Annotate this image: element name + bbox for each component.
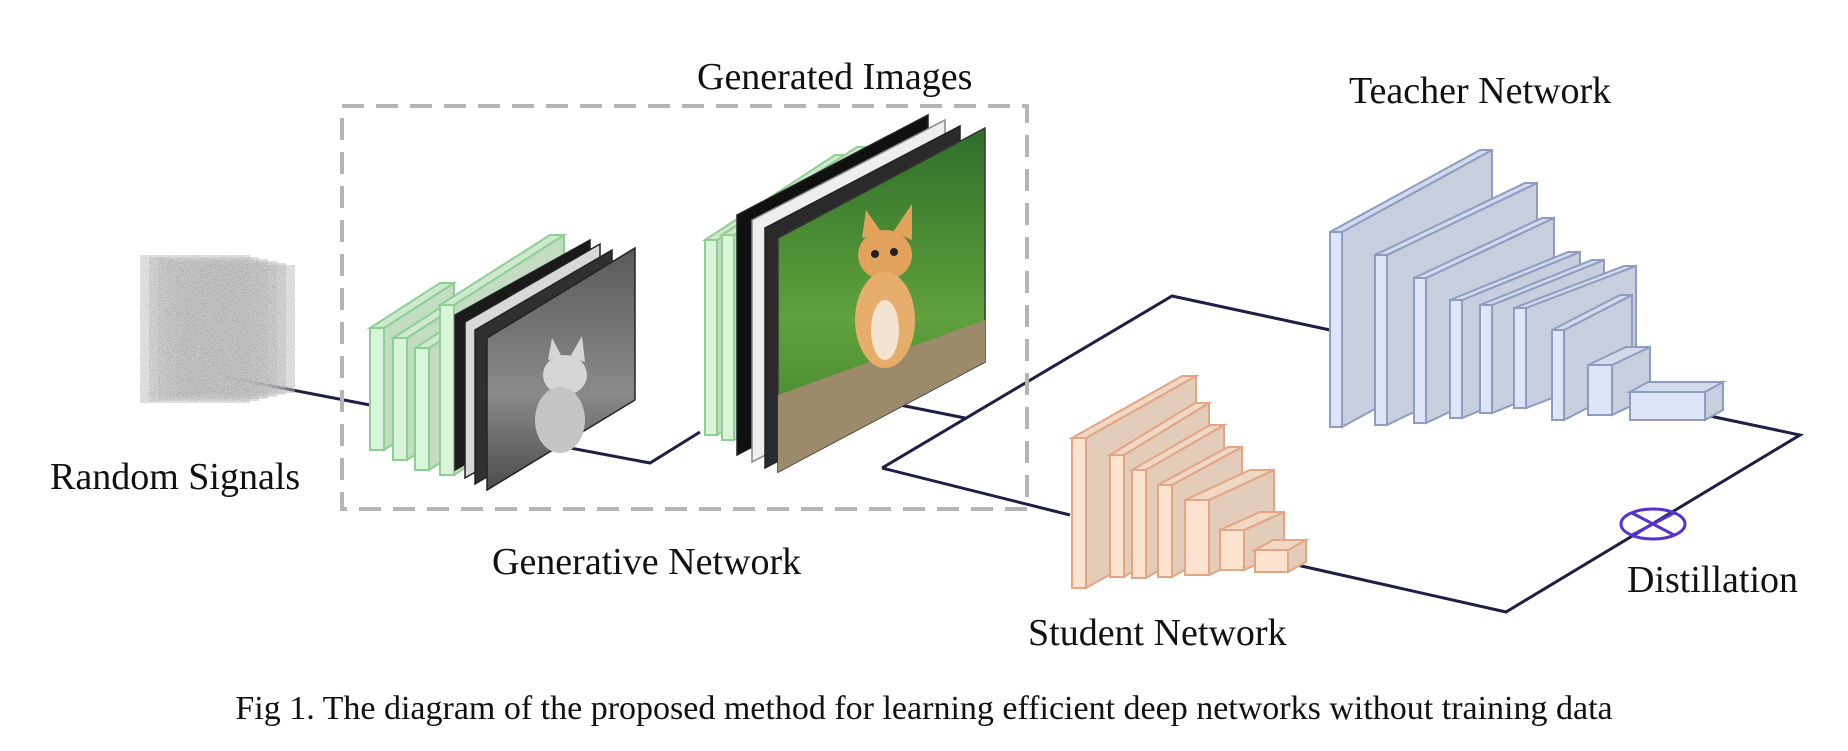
- branch-to-teacher-line: [881, 294, 1331, 470]
- generated-images-label: Generated Images: [697, 56, 973, 98]
- figure-caption: Fig 1. The diagram of the proposed metho…: [235, 690, 1613, 727]
- kitten-body: [535, 387, 585, 453]
- kitten-eye: [890, 248, 898, 256]
- generative-network-label: Generative Network: [492, 541, 802, 583]
- circled-times-icon: [1619, 507, 1687, 541]
- noise-stack-icon: [139, 253, 296, 405]
- kitten-photo-icon: [736, 113, 986, 474]
- kitten-ear: [862, 210, 882, 238]
- student-network-blocks: [1068, 374, 1310, 590]
- teacher-layer: [1626, 380, 1727, 422]
- kitten-ear: [893, 204, 912, 240]
- student-network-label: Student Network: [1028, 612, 1287, 654]
- student-layer: [1251, 538, 1310, 574]
- signal-to-generator-line: [224, 375, 371, 407]
- kitten-head: [543, 355, 587, 395]
- generator-inner-line: [564, 430, 701, 465]
- wood-ground: [778, 320, 985, 472]
- distillation-label: Distillation: [1627, 559, 1798, 601]
- noise-sheet: [184, 263, 296, 395]
- teacher-network-blocks: [1329, 148, 1727, 429]
- kitten-head: [858, 230, 912, 280]
- grayscale-kitten-image: [454, 238, 636, 492]
- kitten-chest: [871, 300, 899, 360]
- teacher-network-label: Teacher Network: [1349, 70, 1612, 112]
- random-signals-label: Random Signals: [50, 456, 301, 498]
- kitten-ear: [548, 338, 562, 360]
- kitten-eye: [871, 250, 879, 258]
- images-to-branch-line: [899, 403, 966, 420]
- branch-to-student-line: [881, 466, 1071, 517]
- generated-images-box: [340, 104, 1029, 511]
- kitten-ear: [570, 336, 585, 362]
